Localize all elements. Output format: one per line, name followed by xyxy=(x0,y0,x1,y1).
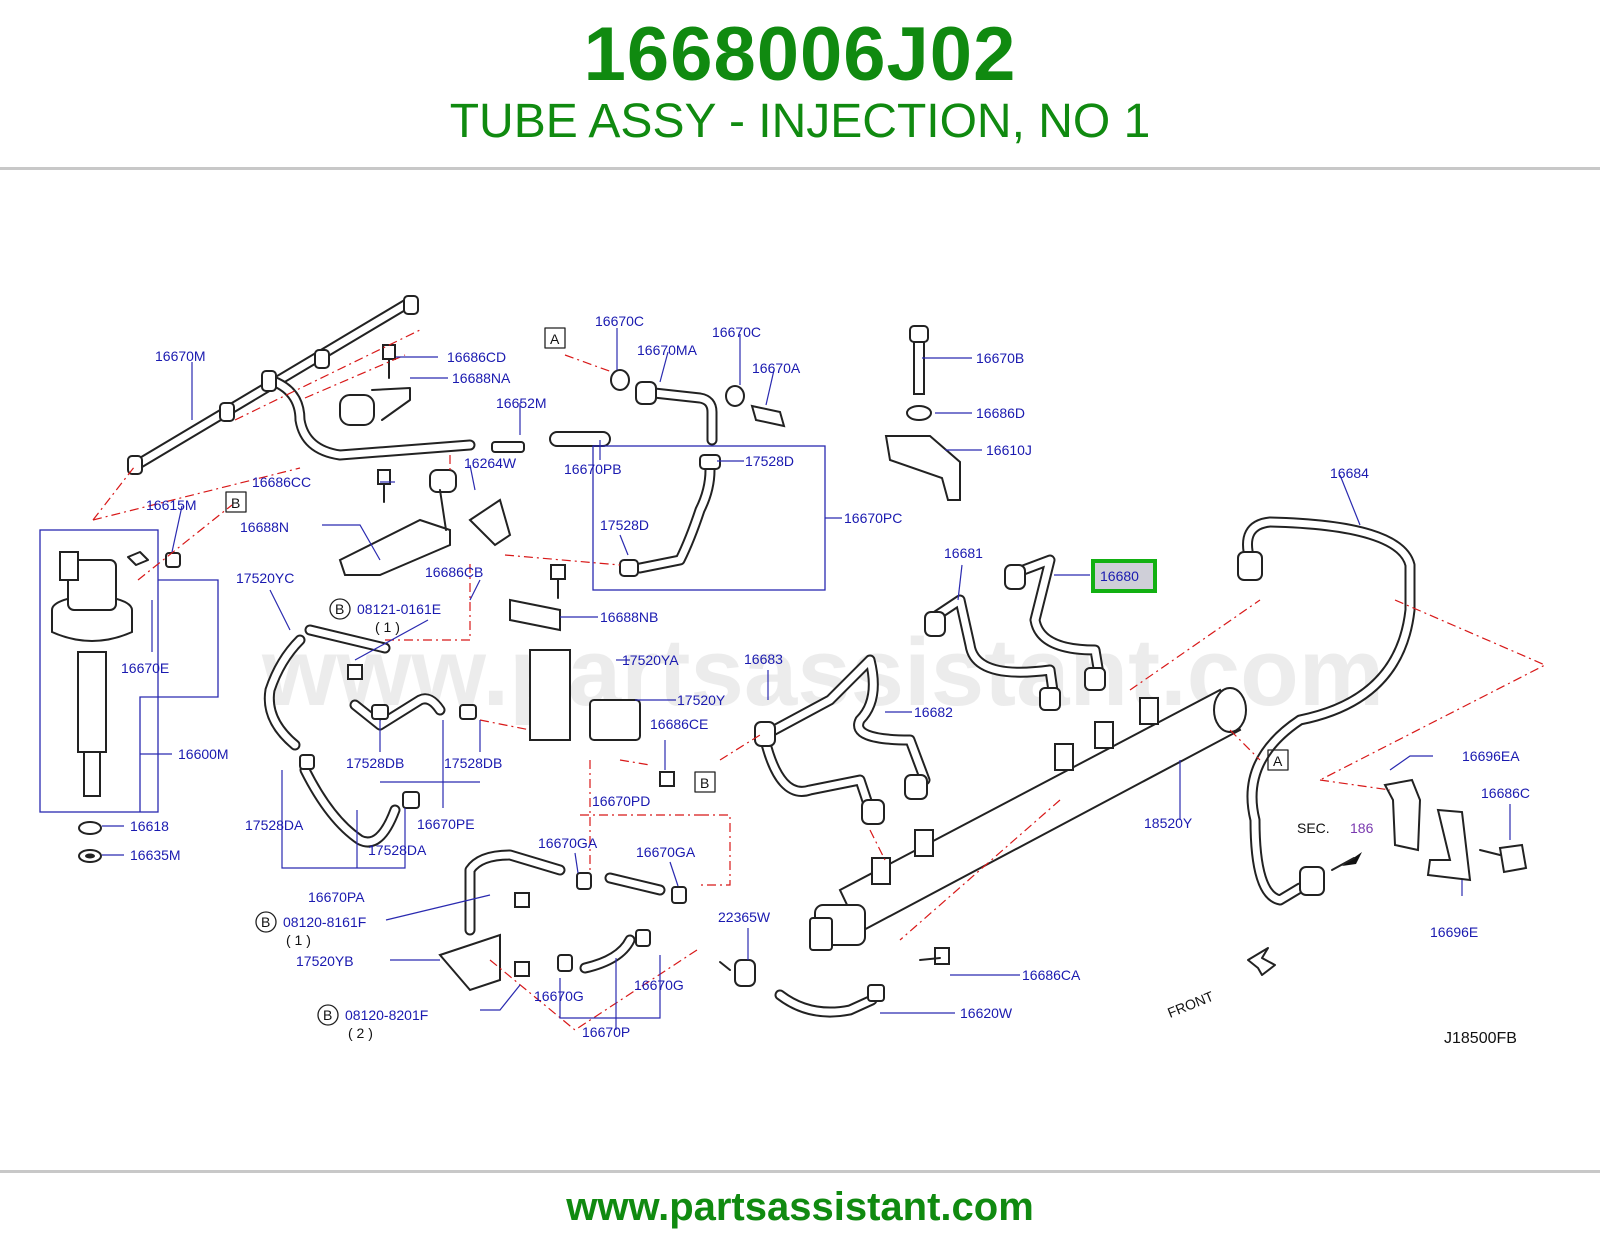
label-16670pd[interactable]: 16670PD xyxy=(592,793,650,809)
label-16686cb[interactable]: 16686CB xyxy=(425,564,483,580)
label-quantity: ( 1 ) xyxy=(375,619,400,635)
part-title: TUBE ASSY - INJECTION, NO 1 xyxy=(449,95,1151,148)
label-16670ga[interactable]: 16670GA xyxy=(636,844,696,860)
label-quantity: ( 1 ) xyxy=(286,932,311,948)
label-16688na[interactable]: 16688NA xyxy=(452,370,511,386)
label-16670pc[interactable]: 16670PC xyxy=(844,510,902,526)
pipe-16670ma xyxy=(610,369,786,577)
callout-b: B xyxy=(231,495,240,511)
label-17520yb[interactable]: 17520YB xyxy=(296,953,354,969)
label-16686c[interactable]: 16686C xyxy=(1481,785,1530,801)
label-16680[interactable]: 16680 xyxy=(1100,568,1139,584)
fuel-rail xyxy=(809,687,1247,965)
label-16682[interactable]: 16682 xyxy=(914,704,953,720)
label-16620w[interactable]: 16620W xyxy=(960,1005,1013,1021)
label-16670c[interactable]: 16670C xyxy=(712,324,761,340)
label-16670c[interactable]: 16670C xyxy=(595,313,644,329)
highlight-16680 xyxy=(1091,559,1157,593)
label-16686cc[interactable]: 16686CC xyxy=(252,474,311,490)
callout-b: B xyxy=(700,775,709,791)
injector-assembly xyxy=(39,529,219,863)
label-17520y[interactable]: 17520Y xyxy=(677,692,726,708)
injection-tubes xyxy=(754,516,1416,906)
label-17528db[interactable]: 17528DB xyxy=(346,755,404,771)
page-header: 1668006J02 TUBE ASSY - INJECTION, NO 1 xyxy=(0,0,1600,168)
footer-divider xyxy=(0,1170,1600,1173)
label-16670pb[interactable]: 16670PB xyxy=(564,461,622,477)
front-label: FRONT xyxy=(1165,988,1216,1021)
callout-b: B xyxy=(261,914,270,930)
label-16684[interactable]: 16684 xyxy=(1330,465,1369,481)
label-16264w[interactable]: 16264W xyxy=(464,455,517,471)
label-16670p[interactable]: 16670P xyxy=(582,1024,630,1040)
label-08120-8201f[interactable]: 08120-8201F xyxy=(345,1007,428,1023)
label-16615m[interactable]: 16615M xyxy=(146,497,197,513)
label-16686cd[interactable]: 16686CD xyxy=(447,349,506,365)
callout-box-a xyxy=(544,327,566,349)
label-16670pa[interactable]: 16670PA xyxy=(308,889,365,905)
label-17528db[interactable]: 17528DB xyxy=(444,755,502,771)
label-16600m[interactable]: 16600M xyxy=(178,746,229,762)
callout-b: B xyxy=(335,601,344,617)
footer-url[interactable]: www.partsassistant.com xyxy=(566,1185,1034,1229)
section-number-link[interactable]: 186 xyxy=(1350,820,1374,836)
label-16696ea[interactable]: 16696EA xyxy=(1462,748,1520,764)
label-16670ma[interactable]: 16670MA xyxy=(637,342,698,358)
label-16670pe[interactable]: 16670PE xyxy=(417,816,475,832)
callout-box-b xyxy=(225,491,247,513)
label-16670e[interactable]: 16670E xyxy=(121,660,169,676)
label-17528d[interactable]: 17528D xyxy=(745,453,794,469)
label-16652m[interactable]: 16652M xyxy=(496,395,547,411)
connection-lines xyxy=(92,329,1547,1031)
diagram-code: J18500FB xyxy=(1444,1030,1517,1047)
callout-b: B xyxy=(323,1007,332,1023)
label-16686ca[interactable]: 16686CA xyxy=(1022,967,1081,983)
label-16686ce[interactable]: 16686CE xyxy=(650,716,708,732)
callout-a: A xyxy=(550,331,560,347)
label-17528da[interactable]: 17528DA xyxy=(245,817,304,833)
part-labels: 16670M 16686CD 16688NA 16652M 16670C 166… xyxy=(121,313,1530,1041)
label-16683[interactable]: 16683 xyxy=(744,651,783,667)
label-16670ga[interactable]: 16670GA xyxy=(538,835,598,851)
label-18520y[interactable]: 18520Y xyxy=(1144,815,1193,831)
return-gallery xyxy=(127,295,476,475)
callout-box-a xyxy=(1267,749,1289,771)
label-16610j[interactable]: 16610J xyxy=(986,442,1032,458)
lower-assembly xyxy=(438,849,885,1018)
label-16618[interactable]: 16618 xyxy=(130,818,169,834)
label-22365w[interactable]: 22365W xyxy=(718,909,771,925)
brackets-top-left xyxy=(338,344,611,576)
label-16670g[interactable]: 16670G xyxy=(534,988,584,1004)
label-17520yc[interactable]: 17520YC xyxy=(236,570,294,586)
label-17520ya[interactable]: 17520YA xyxy=(622,652,679,668)
bolt-16670b xyxy=(884,325,961,501)
label-16681[interactable]: 16681 xyxy=(944,545,983,561)
label-16670g[interactable]: 16670G xyxy=(634,977,684,993)
label-16670b[interactable]: 16670B xyxy=(976,350,1024,366)
label-16696e[interactable]: 16696E xyxy=(1430,924,1478,940)
callout-a: A xyxy=(1273,753,1283,769)
callout-markers: A A B B B B B xyxy=(225,327,1289,1026)
section-label: SEC. xyxy=(1297,820,1330,836)
label-16688nb[interactable]: 16688NB xyxy=(600,609,658,625)
label-16670a[interactable]: 16670A xyxy=(752,360,801,376)
label-16686d[interactable]: 16686D xyxy=(976,405,1025,421)
part-number: 1668006J02 xyxy=(583,12,1017,97)
callout-box-b xyxy=(694,771,716,793)
label-08120-8161f[interactable]: 08120-8161F xyxy=(283,914,366,930)
label-17528d[interactable]: 17528D xyxy=(600,517,649,533)
center-hoses xyxy=(263,564,675,848)
label-08121-0161e[interactable]: 08121-0161E xyxy=(357,601,441,617)
label-16670m[interactable]: 16670M xyxy=(155,348,206,364)
label-quantity: ( 2 ) xyxy=(348,1025,373,1041)
label-16635m[interactable]: 16635M xyxy=(130,847,181,863)
right-brackets xyxy=(1247,778,1528,976)
header-divider xyxy=(0,167,1600,170)
label-16688n[interactable]: 16688N xyxy=(240,519,289,535)
label-17528da[interactable]: 17528DA xyxy=(368,842,427,858)
leader-lines xyxy=(102,328,1511,1030)
